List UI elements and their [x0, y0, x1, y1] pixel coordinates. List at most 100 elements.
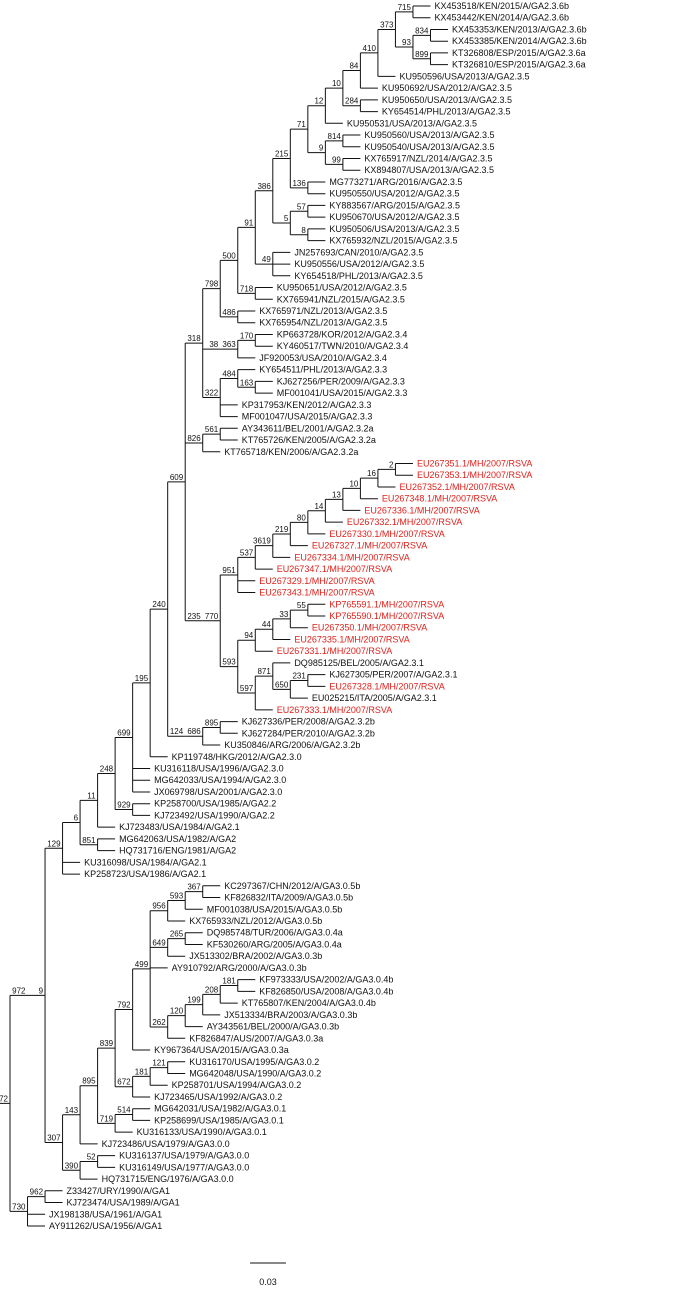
tip-label: KF826847/AUS/2007/A/GA3.0.3a	[189, 1033, 323, 1043]
tip-label: KX894807/USA/2013/A/GA2.3.5	[364, 165, 494, 175]
tip-label-highlighted: KP765590.1/MH/2007/RSVA	[329, 611, 444, 621]
bootstrap-support: 499	[135, 960, 149, 969]
bootstrap-support: 386	[257, 182, 271, 191]
bootstrap-support: 181	[222, 977, 236, 986]
tip-label: KP258701/USA/1994/A/GA3.0.2	[172, 1080, 302, 1090]
tip-label: KT326810/ESP/2015/A/GA2.3.6a	[452, 60, 586, 70]
tip-label: KJ627256/PER/2009/A/GA2.3.3	[277, 376, 405, 386]
bootstrap-support: 44	[262, 620, 271, 629]
tip-label: MG773271/ARG/2016/A/GA2.3.5	[329, 177, 462, 187]
tip-label: KU316170/USA/1995/A/GA3.0.2	[189, 1057, 319, 1067]
tip-label: KU950650/USA/2013/A/GA2.3.5	[382, 95, 512, 105]
bootstrap-support: 124	[170, 727, 184, 736]
tip-label: KU316133/USA/1990/A/GA3.0.1	[137, 1127, 267, 1137]
bootstrap-support: 834	[415, 26, 429, 35]
bootstrap-support: 871	[257, 667, 271, 676]
tip-label: HQ731716/ENG/1981/A/GA2	[119, 846, 236, 856]
tip-label: KC297367/CHN/2012/A/GA3.0.5b	[224, 881, 360, 891]
tip-label: KT326808/ESP/2015/A/GA2.3.6a	[452, 48, 586, 58]
bootstrap-support: 84	[349, 62, 358, 71]
tip-label: EU025215/ITA/2005/A/GA2.3.1	[312, 693, 437, 703]
bootstrap-support: 851	[82, 836, 96, 845]
tip-label: KT765718/KEN/2006/A/GA2.3.2a	[224, 447, 358, 457]
tip-label: KX453353/KEN/2013/A/GA2.3.6b	[452, 24, 587, 34]
tip-label: JX513302/BRA/2002/A/GA3.0.3b	[189, 951, 322, 961]
bootstrap-support: 9	[39, 986, 44, 995]
bootstrap-support: 136	[292, 179, 306, 188]
bootstrap-support: 195	[135, 674, 149, 683]
tip-label: AY343611/BEL/2001/A/GA2.3.2a	[242, 423, 374, 433]
bootstrap-support: 52	[87, 1152, 96, 1161]
bootstrap-support: 537	[240, 548, 254, 557]
tip-label-highlighted: KP765591.1/MH/2007/RSVA	[329, 599, 444, 609]
tip-label-highlighted: EU267343.1/MH/2007/RSVA	[259, 588, 374, 598]
bootstrap-support: 686	[187, 727, 201, 736]
bootstrap-support: 8	[301, 226, 306, 235]
bootstrap-support: 719	[100, 1114, 114, 1123]
bootstrap-support: 593	[222, 658, 236, 667]
bootstrap-support: 170	[240, 331, 254, 340]
tree-support-values: 9729729129611248699195240609318798500913…	[0, 3, 429, 1211]
tip-label: MF001038/USA/2015/A/GA3.0.5b	[207, 904, 343, 914]
bootstrap-support: 71	[297, 120, 306, 129]
tip-label: JX513334/BRA/2003/A/GA3.0.3b	[224, 1010, 357, 1020]
bootstrap-support: 895	[82, 1077, 96, 1086]
bootstrap-support: 93	[402, 38, 411, 47]
tip-label-highlighted: EU267333.1/MH/2007/RSVA	[277, 705, 392, 715]
tip-label: KX453518/KEN/2015/A/GA2.3.6b	[434, 1, 569, 11]
tip-label: KY654514/PHL/2013/A/GA2.3.5	[382, 107, 511, 117]
tip-label: KU950692/USA/2012/A/GA2.3.5	[382, 83, 512, 93]
bootstrap-support: 484	[222, 369, 236, 378]
bootstrap-support: 322	[205, 389, 219, 398]
tip-label: KJ723474/USA/1989/A/GA1	[67, 1198, 180, 1208]
bootstrap-support: 163	[240, 378, 254, 387]
tip-label: KP258700/USA/1985/A/GA2.2	[154, 799, 276, 809]
tip-label: JF920053/USA/2010/A/GA2.3.4	[259, 353, 387, 363]
bootstrap-support: 826	[187, 434, 201, 443]
bootstrap-support: 956	[152, 902, 166, 911]
tip-label: KX765954/NZL/2013/A/GA2.3.5	[259, 318, 387, 328]
bootstrap-support: 839	[100, 1039, 114, 1048]
bootstrap-support: 16	[367, 469, 376, 478]
bootstrap-support: 91	[244, 218, 253, 227]
bootstrap-support: 798	[205, 280, 219, 289]
bootstrap-support: 10	[332, 79, 341, 88]
bootstrap-support: 240	[152, 600, 166, 609]
bootstrap-support: 231	[292, 672, 306, 681]
tip-label-highlighted: EU267350.1/MH/2007/RSVA	[312, 623, 427, 633]
bootstrap-support: 12	[314, 97, 323, 106]
tip-label: JX069798/USA/2001/A/GA2.3.0	[154, 787, 282, 797]
bootstrap-support: 715	[398, 3, 412, 12]
tip-label: KU316149/USA/1977/A/GA3.0.0	[119, 1162, 249, 1172]
tip-label: KP317953/KEN/2012/A/GA2.3.3	[242, 400, 372, 410]
tip-label: KU316118/USA/1996/A/GA2.3.0	[154, 764, 283, 774]
tip-label: KU950531/USA/2013/A/GA2.3.5	[347, 118, 477, 128]
bootstrap-support: 318	[187, 334, 201, 343]
bootstrap-support: 2	[389, 460, 394, 469]
tip-label: KY883567/ARG/2015/A/GA2.3.5	[329, 200, 460, 210]
bootstrap-support: 121	[152, 1059, 166, 1068]
tip-label: MG642048/USA/1990/A/GA3.0.2	[189, 1069, 321, 1079]
tip-label: KU950560/USA/2013/A/GA2.3.5	[364, 130, 494, 140]
bootstrap-support: 972	[12, 986, 26, 995]
tip-label: KU316098/USA/1984/A/GA2.1	[84, 857, 207, 867]
bootstrap-support: 80	[297, 513, 306, 522]
tip-label: KJ627305/PER/2007/A/GA2.3.1	[329, 670, 457, 680]
tip-label-highlighted: EU267327.1/MH/2007/RSVA	[312, 541, 427, 551]
bootstrap-support: 899	[415, 50, 429, 59]
bootstrap-support: 208	[205, 985, 219, 994]
tip-label: KX765917/NZL/2014/A/GA2.3.5	[364, 154, 492, 164]
tip-label: KX765932/NZL/2015/A/GA2.3.5	[329, 236, 457, 246]
bootstrap-support: 814	[328, 132, 342, 141]
bootstrap-support: 6	[74, 814, 79, 823]
bootstrap-support: 672	[117, 1078, 131, 1087]
bootstrap-support: 597	[240, 684, 254, 693]
bootstrap-support: 649	[152, 938, 166, 947]
bootstrap-support: 500	[222, 251, 236, 260]
bootstrap-support: 262	[152, 1018, 166, 1027]
bootstrap-support: 699	[117, 728, 131, 737]
tip-label: KY654518/PHL/2013/A/GA2.3.5	[294, 271, 423, 281]
tip-label-highlighted: EU267353.1/MH/2007/RSVA	[417, 470, 532, 480]
tip-label: KX453442/KEN/2014/A/GA2.3.6b	[434, 13, 569, 23]
tip-label: KT765807/KEN/2004/A/GA3.0.4b	[242, 998, 376, 1008]
